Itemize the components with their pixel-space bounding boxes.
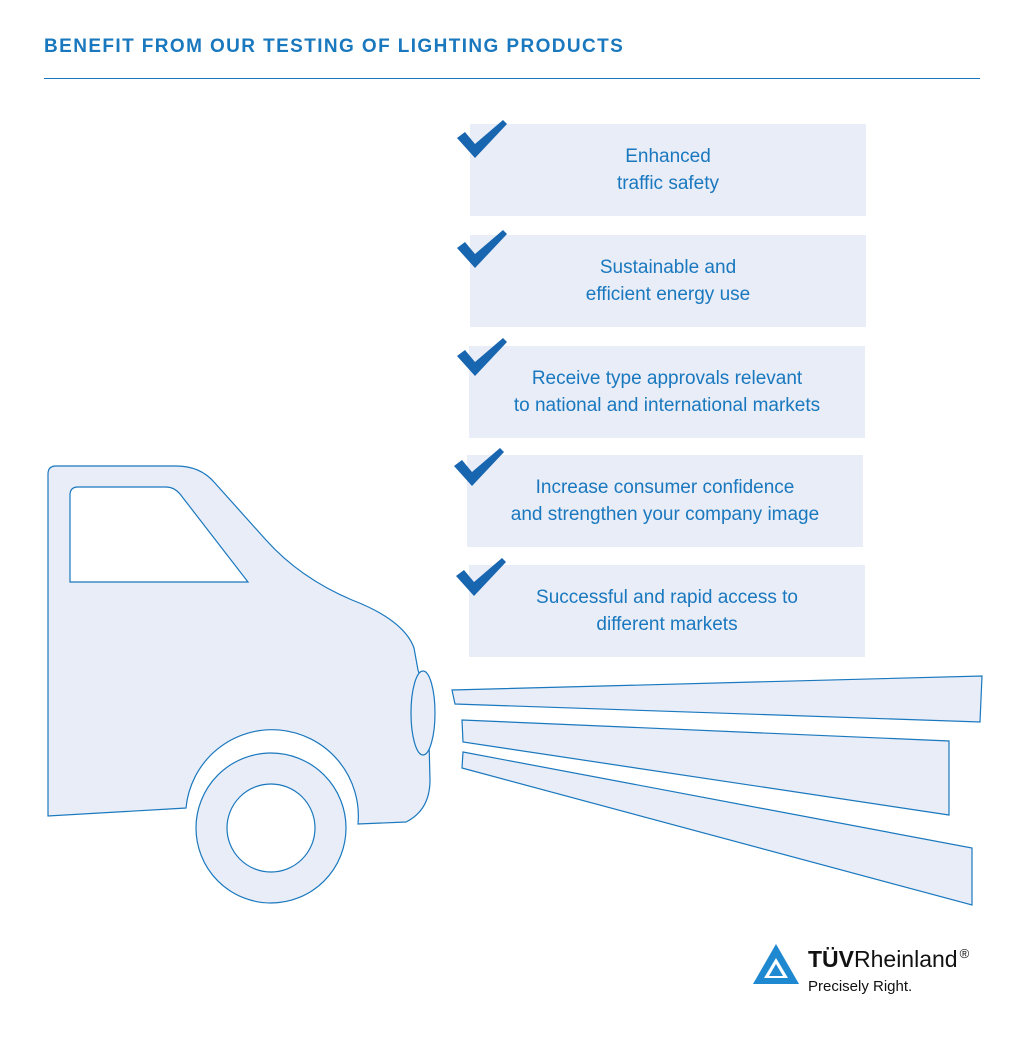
benefit-box: Increase consumer confidence and strengt… xyxy=(467,455,863,547)
title-divider xyxy=(44,78,980,79)
benefit-box: Enhanced traffic safety xyxy=(470,124,866,216)
benefit-text: Receive type approvals relevant xyxy=(531,368,803,389)
benefit-text: efficient energy use xyxy=(585,284,751,305)
checkmark-icon xyxy=(454,448,504,486)
benefit-text: Successful and rapid access to xyxy=(536,587,798,608)
benefit-text: different markets xyxy=(596,614,738,635)
checkmark-icon xyxy=(456,558,506,596)
logo-tagline: Precisely Right. xyxy=(808,978,913,995)
logo-name-strong: TÜV xyxy=(808,946,854,972)
tuv-triangle-logo xyxy=(753,944,799,984)
checkmark-icon xyxy=(457,230,507,268)
benefit-box: Sustainable and efficient energy use xyxy=(470,235,866,327)
logo-name-rest: Rheinland xyxy=(854,946,958,972)
benefit-text: Increase consumer confidence xyxy=(535,477,795,498)
benefit-box: Receive type approvals relevant to natio… xyxy=(469,346,865,438)
truck-headlight xyxy=(410,670,436,756)
light-beam xyxy=(461,719,950,816)
benefit-text: and strengthen your company image xyxy=(510,504,820,525)
logo-wordmark: TÜVRheinland® xyxy=(808,946,969,973)
tuv-logo: TÜVRheinland® Precisely Right. xyxy=(752,938,992,1008)
benefit-text: traffic safety xyxy=(616,173,720,194)
page-title: BENEFIT FROM OUR TESTING OF LIGHTING PRO… xyxy=(44,36,625,57)
light-beam xyxy=(461,751,973,906)
benefit-text: Sustainable and xyxy=(599,257,737,278)
checkmark-icon xyxy=(457,120,507,158)
benefit-text: Enhanced xyxy=(625,146,711,167)
truck-wheel-hub xyxy=(226,783,316,873)
registered-mark: ® xyxy=(959,946,970,962)
truck-window xyxy=(69,486,250,583)
light-beam xyxy=(451,675,983,723)
benefit-text: to national and international markets xyxy=(513,395,821,416)
checkmark-icon xyxy=(457,338,507,376)
benefit-box: Successful and rapid access to different… xyxy=(469,565,865,657)
